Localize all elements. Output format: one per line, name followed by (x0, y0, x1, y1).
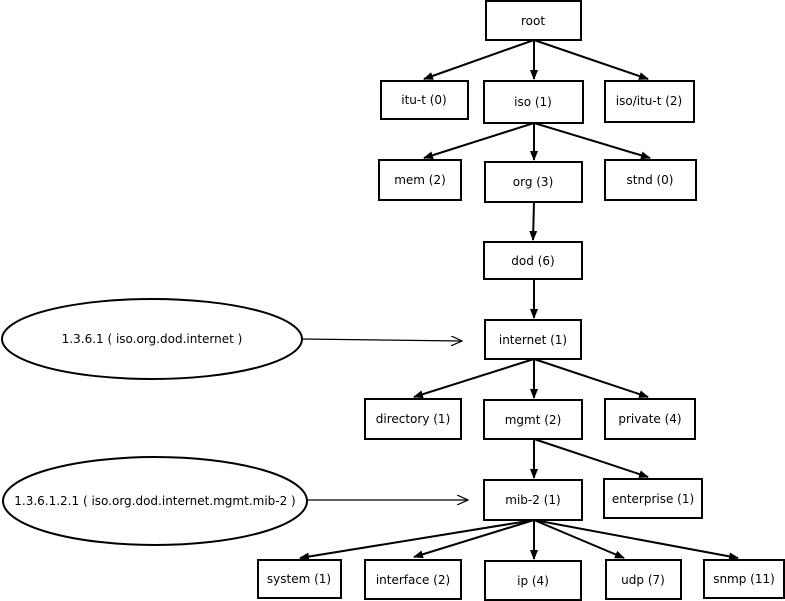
node-system-label: system (1) (267, 572, 331, 586)
node-private-label: private (4) (618, 412, 681, 426)
node-org-label: org (3) (513, 175, 554, 189)
node-enterprise: enterprise (1) (603, 478, 703, 519)
node-udp-label: udp (7) (621, 573, 665, 587)
node-directory: directory (1) (364, 398, 462, 440)
node-itu-t: itu-t (0) (380, 80, 469, 120)
node-udp: udp (7) (605, 559, 682, 600)
edge-mib2-snmp (533, 519, 739, 561)
edge-mib2-system (299, 519, 535, 561)
edge-iso-mem (423, 122, 535, 160)
node-interface-label: interface (2) (376, 573, 450, 587)
node-itu-t-label: itu-t (0) (401, 93, 447, 107)
node-interface: interface (2) (364, 559, 462, 600)
node-snmp-label: snmp (11) (713, 572, 775, 586)
node-enterprise-label: enterprise (1) (612, 492, 694, 506)
node-iso-itu-t: iso/itu-t (2) (604, 80, 695, 123)
internet-oid-label: 1.3.6.1 ( iso.org.dod.internet ) (62, 332, 243, 346)
node-iso-label: iso (1) (514, 95, 552, 109)
node-private: private (4) (604, 398, 696, 440)
node-mgmt: mgmt (2) (483, 399, 583, 440)
mib2-oid-callout: 1.3.6.1.2.1 ( iso.org.dod.internet.mgmt.… (2, 456, 308, 546)
node-root-label: root (521, 14, 545, 28)
node-system: system (1) (257, 559, 342, 599)
node-root: root (485, 0, 582, 41)
node-directory-label: directory (1) (376, 412, 451, 426)
node-dod-label: dod (6) (511, 254, 554, 268)
internet-oid-callout: 1.3.6.1 ( iso.org.dod.internet ) (1, 298, 303, 380)
edge-mib2-udp (533, 519, 625, 559)
node-iso-itu-t-label: iso/itu-t (2) (616, 94, 682, 108)
edge-root-itu-t (423, 39, 535, 80)
node-stnd-label: stnd (0) (627, 173, 674, 187)
node-mem: mem (2) (378, 159, 462, 201)
edge-iso-stnd (533, 122, 651, 160)
edge-mib2-interface (413, 519, 535, 559)
node-internet-label: internet (1) (499, 333, 567, 347)
pointer-internet-oid (301, 339, 462, 341)
node-mgmt-label: mgmt (2) (505, 413, 562, 427)
node-mib2: mib-2 (1) (483, 479, 583, 521)
node-org: org (3) (484, 161, 583, 203)
node-mib2-label: mib-2 (1) (505, 493, 560, 507)
node-mem-label: mem (2) (394, 173, 446, 187)
node-stnd: stnd (0) (604, 159, 697, 201)
node-dod: dod (6) (483, 241, 583, 280)
node-ip-label: ip (4) (517, 574, 549, 588)
node-ip: ip (4) (484, 560, 582, 601)
node-snmp: snmp (11) (703, 559, 785, 599)
node-internet: internet (1) (484, 319, 582, 360)
edge-internet-directory (413, 358, 535, 399)
mib2-oid-label: 1.3.6.1.2.1 ( iso.org.dod.internet.mgmt.… (14, 494, 295, 508)
edge-org-dod (529, 201, 538, 241)
tree-edges (299, 39, 739, 561)
edge-internet-private (533, 358, 649, 398)
node-iso: iso (1) (483, 80, 584, 124)
edge-mgmt-enterprise (533, 438, 649, 478)
edge-root-iso-itu-t (533, 39, 649, 80)
